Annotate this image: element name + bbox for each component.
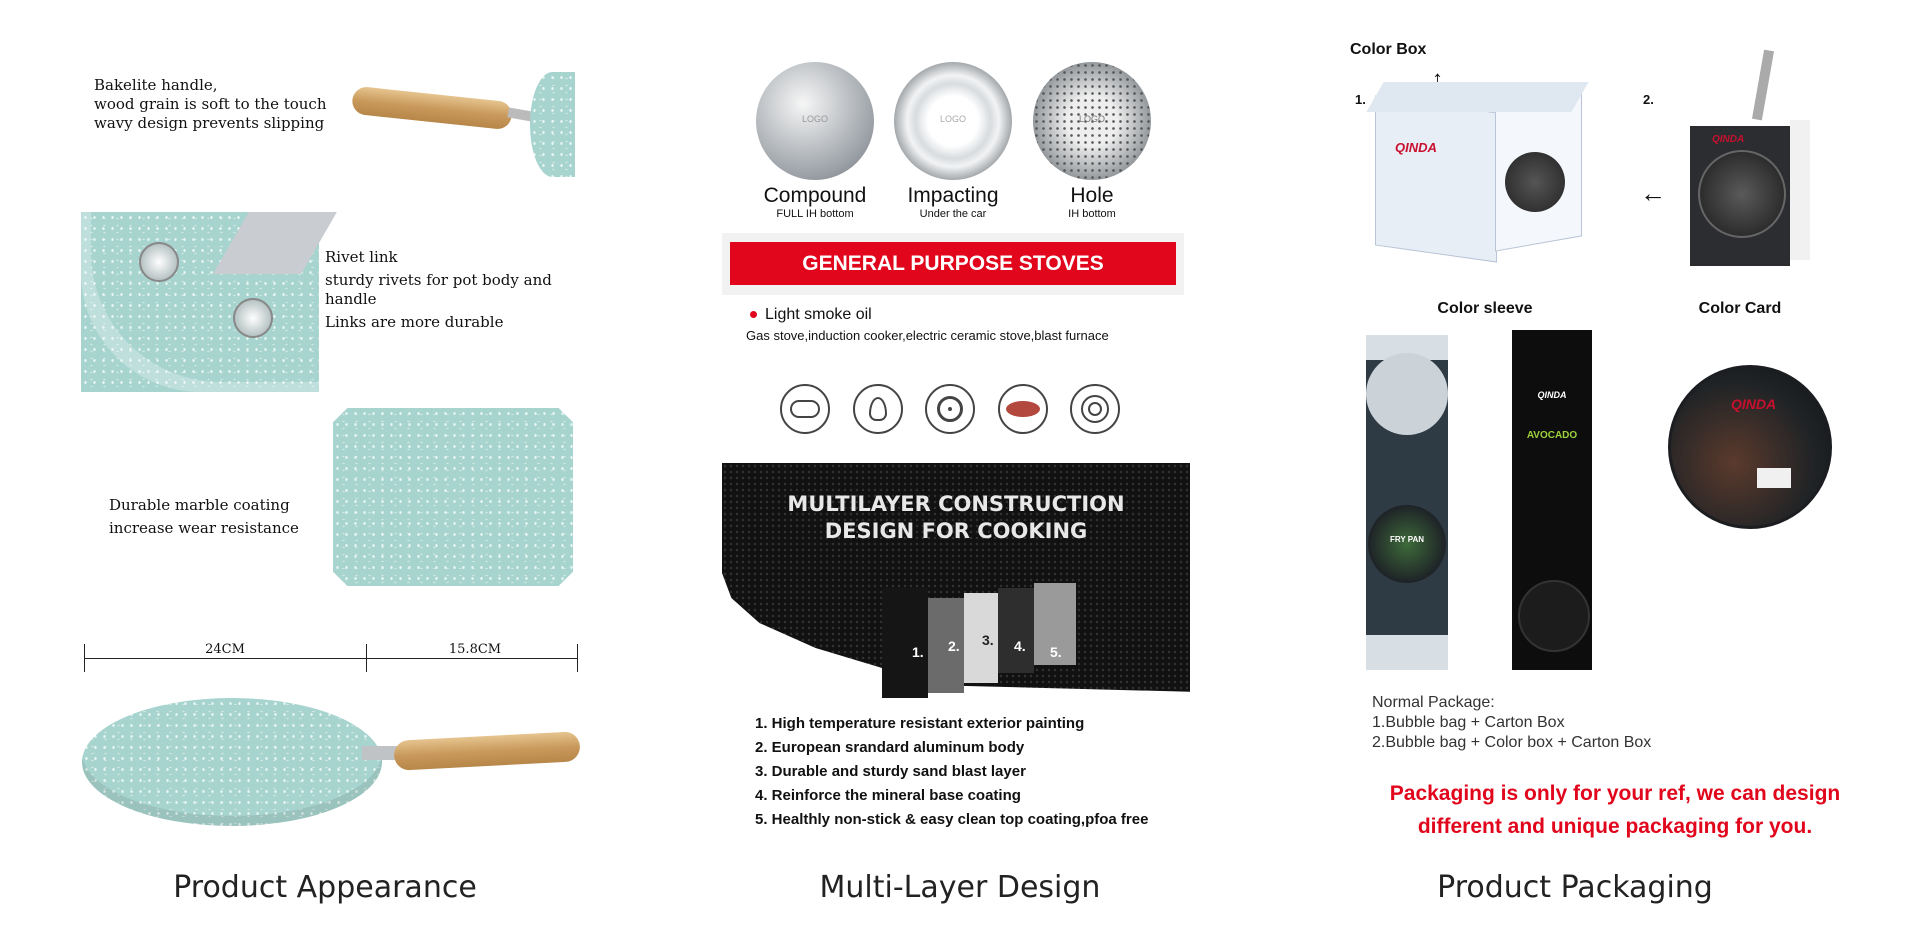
color-sleeve-label: Color sleeve (1437, 300, 1533, 317)
layer-cross-section: 1. 2. 3. 4. 5. (882, 583, 1122, 698)
layer-item: 3. Durable and sturdy sand blast layer (755, 763, 1026, 780)
bottom-impacting: LOGO Impacting Under the car (893, 62, 1013, 220)
ceramic-plate-icon (997, 384, 1048, 434)
stoves-banner: GENERAL PURPOSE STOVES (722, 233, 1184, 295)
coating-description: Durable marble coating increase wear res… (109, 496, 299, 537)
dimension-tick-left (84, 644, 85, 672)
box-brand: QINDA (1395, 140, 1437, 155)
color-card-image: QINDA (1668, 365, 1832, 529)
dimension-tick-mid (366, 644, 367, 672)
pan-photo (82, 690, 582, 830)
induction-coil-icon (780, 384, 830, 434)
construction-title: MULTILAYER CONSTRUCTION DESIGN FOR COOKI… (787, 492, 1125, 543)
sleeve-right-image: QINDA AVOCADO (1512, 330, 1592, 670)
coating-photo (333, 408, 573, 586)
multilayer-photo: MULTILAYER CONSTRUCTION DESIGN FOR COOKI… (722, 463, 1190, 698)
rivet-description: Rivet link sturdy rivets for pot body an… (325, 248, 552, 331)
dimension-line (84, 658, 578, 659)
color-box-image: QINDA (1366, 82, 1589, 263)
sleeve-left-image: FRY PAN (1366, 335, 1448, 670)
normal-package-title: Normal Package: (1372, 694, 1495, 711)
normal-package-line: 2.Bubble bag + Color box + Carton Box (1372, 734, 1652, 751)
gas-burner-icon (925, 384, 975, 434)
electric-hob-icon (1070, 384, 1120, 434)
rivet-photo (81, 212, 337, 392)
appearance-caption: Product Appearance (173, 870, 477, 905)
stove-types: Gas stove,induction cooker,electric cera… (746, 328, 1109, 343)
color-card-label: Color Card (1698, 300, 1782, 317)
packaging-caption: Product Packaging (1437, 870, 1713, 905)
layer-item: 5. Healthly non-stick & easy clean top c… (755, 811, 1149, 828)
flame-icon (852, 384, 903, 434)
normal-package: Normal Package: 1.Bubble bag + Carton Bo… (1372, 693, 1732, 753)
dimension-tick-right (577, 644, 578, 672)
bottom-compound: LOGO Compound FULL IH bottom (755, 62, 875, 220)
layer-item: 1. High temperature resistant exterior p… (755, 715, 1085, 732)
handle-description: Bakelite handle, wood grain is soft to t… (94, 76, 327, 132)
dimension-handle-label: 15.8CM (448, 642, 502, 657)
bottom-types: LOGO Compound FULL IH bottom LOGO Impact… (740, 62, 1170, 237)
layer-list: 1. High temperature resistant exterior p… (755, 715, 1175, 835)
layer-item: 4. Reinforce the mineral base coating (755, 787, 1021, 804)
arrow-up-icon: ↑ (1432, 66, 1443, 91)
impacting-disc-icon (894, 62, 1012, 180)
arrow-left-icon: ← (1640, 178, 1666, 208)
box-number-2: 2. (1643, 92, 1654, 107)
bullet-dot-icon (750, 311, 757, 319)
stoves-banner-red: GENERAL PURPOSE STOVES (730, 242, 1176, 285)
compound-disc-icon (756, 62, 874, 180)
dimension-pan-label: 24CM (205, 642, 245, 657)
bottom-hole: LOGO Hole IH bottom (1032, 62, 1152, 220)
normal-package-line: 1.Bubble bag + Carton Box (1372, 714, 1565, 731)
multilayer-caption: Multi-Layer Design (819, 870, 1101, 905)
layer-item: 2. European srandard aluminum body (755, 739, 1025, 756)
color-box-label: Color Box (1350, 41, 1427, 58)
hole-disc-icon (1033, 62, 1151, 180)
stove-icons (780, 384, 1120, 438)
oil-bullet: Light smoke oil (750, 306, 872, 324)
packaging-note: Packaging is only for your ref, we can d… (1389, 782, 1841, 838)
pan-box-image: QINDA (1690, 49, 1810, 268)
handle-photo (350, 72, 575, 177)
box-number-1: 1. (1355, 92, 1366, 107)
